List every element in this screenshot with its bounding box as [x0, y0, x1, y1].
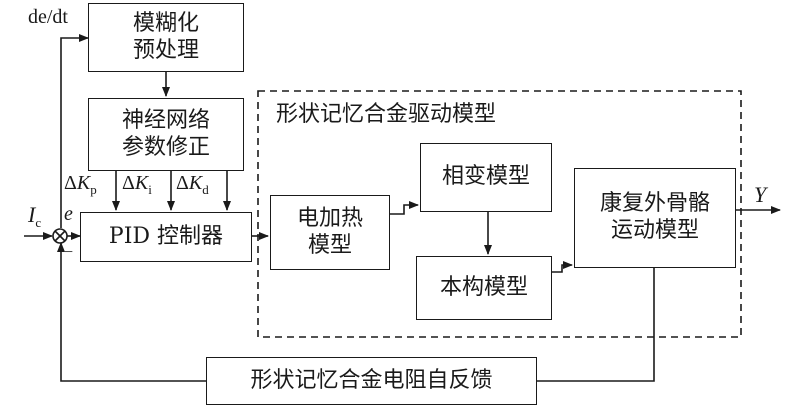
delta-ki-label: ΔKi	[122, 172, 152, 197]
electric-heat-block: 电加热 模型	[270, 195, 390, 270]
fuzzy-line1: 模糊化	[132, 10, 199, 36]
pid-controller-block: PID 控制器	[80, 212, 252, 262]
nn-correction-block: 神经网络 参数修正	[88, 98, 244, 171]
ic-label: Ic	[28, 202, 42, 230]
sma-group-border	[257, 90, 742, 338]
delta-kd-label: ΔKd	[176, 172, 209, 197]
de-dt-label: de/dt	[28, 6, 68, 28]
nn-line1: 神经网络	[121, 107, 210, 133]
exoskeleton-motion-block: 康复外骨骼 运动模型	[574, 168, 736, 268]
phase-label: 相变模型	[441, 164, 530, 190]
fuzzy-preprocess-block: 模糊化 预处理	[88, 3, 244, 72]
arrow-dedt-to-fuzzy	[60, 34, 89, 228]
heat-line2: 模型	[307, 232, 352, 258]
arrow-constitutive-to-exo	[552, 261, 573, 273]
constitutive-block: 本构模型	[416, 256, 552, 320]
arrow-heat-to-phase	[390, 201, 419, 215]
nn-line2: 参数修正	[121, 134, 210, 160]
y-output-label: Y	[754, 182, 767, 207]
minus-sign: −	[64, 244, 74, 261]
e-label: e	[64, 203, 73, 225]
pid-label: PID 控制器	[108, 223, 224, 249]
exo-line1: 康复外骨骼	[599, 191, 710, 217]
arrow-feedback-to-junction	[57, 242, 206, 382]
heat-line1: 电加热	[296, 205, 363, 231]
feedback-label: 形状记忆合金电阻自反馈	[250, 367, 493, 393]
feedback-to-resistance	[537, 268, 655, 382]
fuzzy-line2: 预处理	[132, 37, 199, 63]
exo-line2: 运动模型	[610, 218, 699, 243]
resistance-feedback-block: 形状记忆合金电阻自反馈	[206, 357, 537, 405]
delta-kp-label: ΔKp	[64, 172, 97, 197]
phase-change-block: 相变模型	[420, 143, 552, 212]
sma-group-title: 形状记忆合金驱动模型	[276, 102, 497, 127]
constitutive-label: 本构模型	[439, 274, 528, 300]
